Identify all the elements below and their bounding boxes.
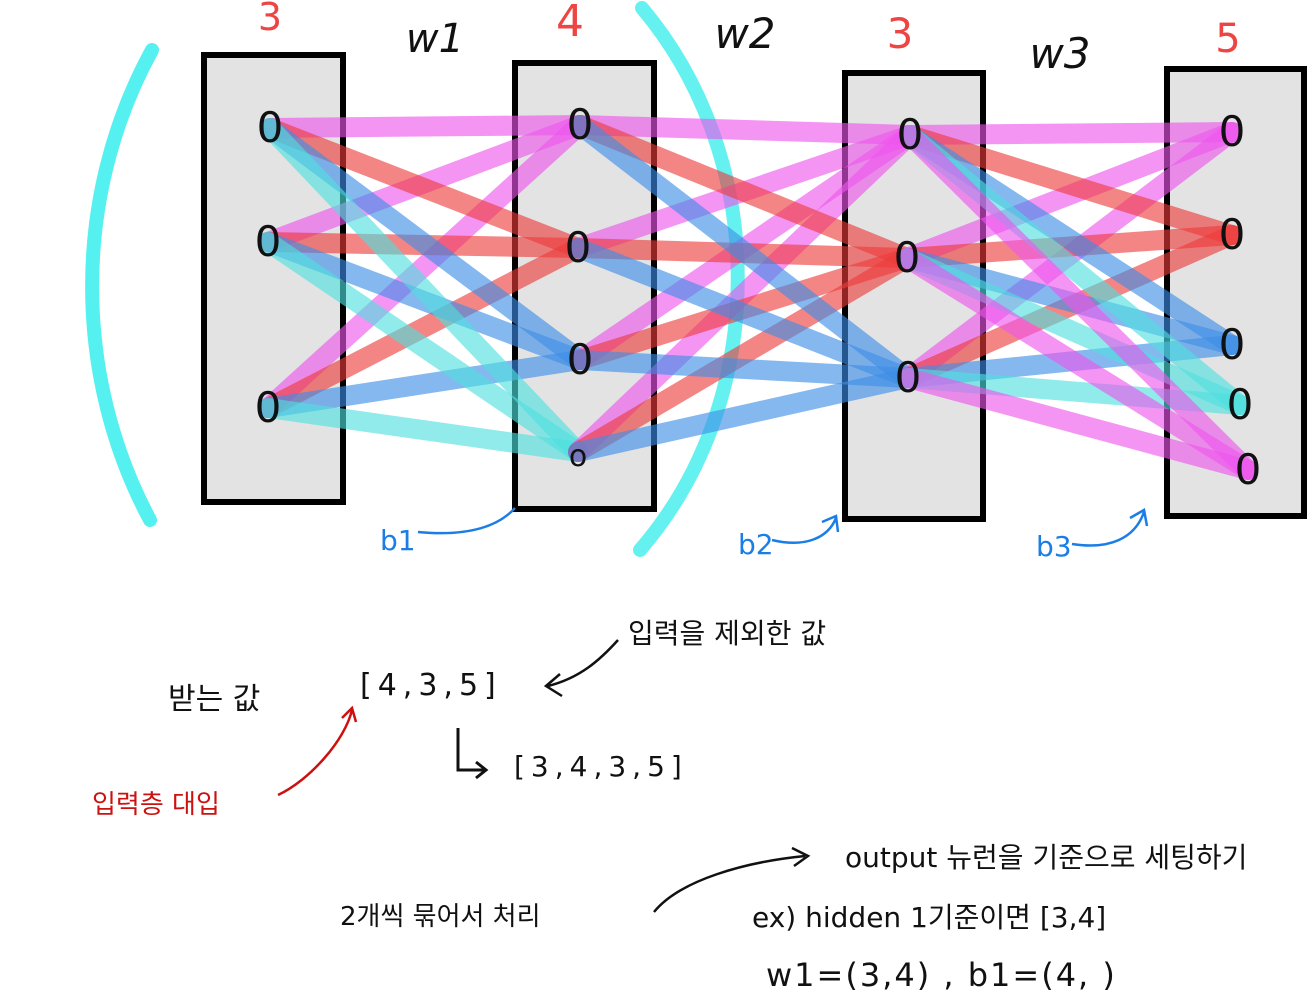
example-line: ex) hidden 1기준이면 [3,4] xyxy=(752,901,1107,934)
layer-size-3: 3 xyxy=(887,9,914,58)
connection-line xyxy=(570,115,918,388)
connection-line xyxy=(568,368,918,462)
bias-arrow-2 xyxy=(771,514,840,545)
connection-line xyxy=(897,248,1258,480)
connection-line xyxy=(570,115,917,268)
output-neuron-note: output 뉴런을 기준으로 세팅하기 xyxy=(845,841,1248,874)
connection-line xyxy=(258,350,590,418)
neuron: 0 xyxy=(257,103,284,152)
neuron: 0 xyxy=(1227,380,1254,429)
received-value: [4,3,5] xyxy=(360,668,502,703)
connection-line xyxy=(260,118,588,462)
neurons: 0 0 0 0 0 0 o 0 0 0 0 0 0 0 0 xyxy=(255,100,1262,494)
input-layer-arrow xyxy=(277,705,358,797)
formula-line: w1=(3,4) , b1=(4, ) xyxy=(766,956,1117,994)
neuron: 0 xyxy=(897,110,924,159)
weight-label-2: w2 xyxy=(714,9,775,58)
neuron: 0 xyxy=(567,100,594,149)
neuron: 0 xyxy=(565,223,592,272)
bias-label-2: b2 xyxy=(738,528,774,561)
bias-arrow-1 xyxy=(417,507,516,535)
neuron: o xyxy=(569,439,587,474)
output-setting-arrow xyxy=(653,846,811,913)
weight-label-1: w1 xyxy=(406,16,464,62)
neuron: 0 xyxy=(567,335,594,384)
neuron: 0 xyxy=(894,233,921,282)
weight-label-3: w3 xyxy=(1029,29,1090,78)
connection-line xyxy=(260,118,590,370)
connection-line xyxy=(898,368,1258,480)
bias-arrow-3 xyxy=(1071,508,1149,547)
connection-line xyxy=(570,350,918,388)
connection-line xyxy=(260,115,590,138)
left-bracket xyxy=(85,43,159,527)
connection-line xyxy=(570,115,920,145)
connection-line xyxy=(568,238,918,388)
connection-line xyxy=(568,248,917,462)
neuron: 0 xyxy=(1219,320,1246,369)
excluded-input-label: 입력을 제외한 값 xyxy=(628,617,827,650)
connection-line xyxy=(900,125,1258,480)
bias-label-1: b1 xyxy=(380,524,416,557)
connection-line xyxy=(258,232,588,462)
connection-line xyxy=(900,125,1242,245)
neuron: 0 xyxy=(255,383,282,432)
connection-line xyxy=(260,118,588,258)
layer-size-2: 4 xyxy=(556,0,584,47)
neuron: 0 xyxy=(1219,210,1246,259)
excluded-input-arrow xyxy=(543,639,619,698)
connection-line xyxy=(258,238,588,418)
received-label: 받는 값 xyxy=(168,682,261,717)
neuron: 0 xyxy=(255,217,282,266)
layer-size-4: 5 xyxy=(1215,16,1240,62)
expanded-value: [3,4,3,5] xyxy=(514,750,688,783)
connection-lines xyxy=(258,115,1258,480)
connection-line xyxy=(568,125,920,462)
neuron: 0 xyxy=(1235,445,1262,494)
pairwise-label: 2개씩 묶어서 처리 xyxy=(340,902,541,932)
input-layer-replace: 입력층 대입 xyxy=(92,790,220,820)
connection-line xyxy=(258,115,590,418)
layer-size-1: 3 xyxy=(258,0,282,39)
expand-arrow xyxy=(456,728,489,780)
bias-label-3: b3 xyxy=(1036,530,1072,563)
right-bracket xyxy=(633,1,745,557)
neuron: 0 xyxy=(895,353,922,402)
connection-line xyxy=(258,398,588,462)
neuron: 0 xyxy=(1219,107,1246,156)
connection-line xyxy=(900,122,1242,145)
